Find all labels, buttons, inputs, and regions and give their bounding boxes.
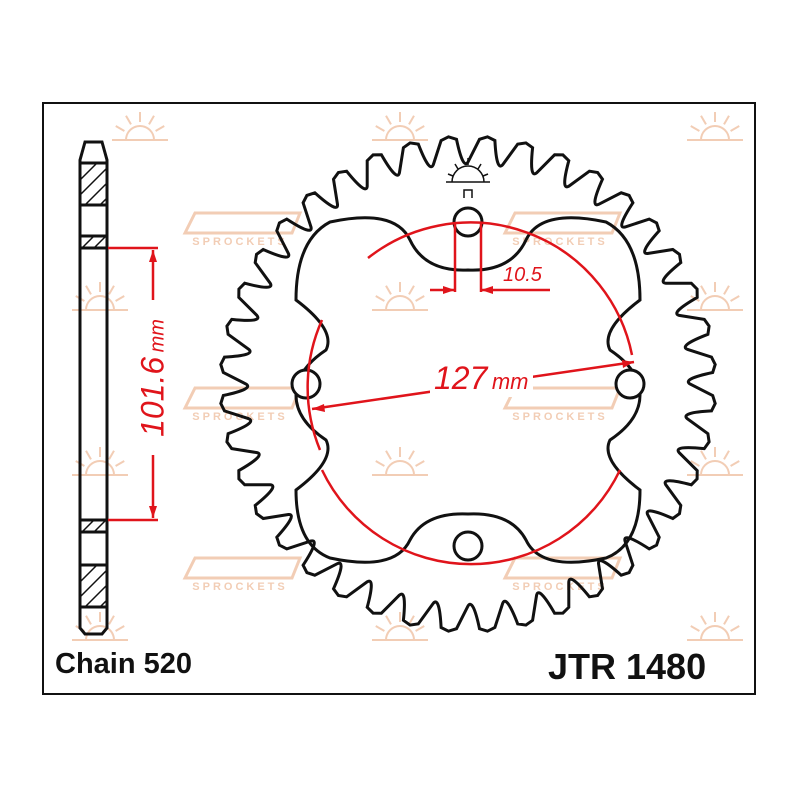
watermark-sun-icon (112, 112, 168, 141)
dimension-arrows (149, 250, 634, 518)
dimension-lines (108, 221, 635, 566)
watermark-text: SPROCKETS (192, 236, 287, 248)
bolt-hole-left (290, 368, 322, 400)
watermark-sun-icon (372, 447, 428, 476)
jt-logo-icon (446, 158, 490, 198)
bore-dimension-label: 101.6 mm (135, 319, 172, 437)
watermark-text: SPROCKETS (192, 411, 287, 423)
pcd-unit: mm (491, 369, 529, 394)
watermark-text: SPROCKETS (512, 411, 607, 423)
hole-diameter-label: 10.5 (503, 264, 542, 286)
watermark-sun-icon (687, 612, 743, 641)
watermark-sun-icon (687, 282, 743, 311)
chain-label: Chain 520 (55, 648, 192, 680)
watermark-logo-icon (502, 556, 623, 580)
pcd-value: 127 (434, 360, 488, 396)
bore-unit: mm (146, 319, 169, 353)
watermark-sun-icon (687, 112, 743, 141)
part-number: JTR 1480 (548, 646, 707, 687)
watermark-sun-icon (372, 282, 428, 311)
watermark-text: SPROCKETS (512, 581, 607, 593)
bolt-hole-right (614, 368, 646, 400)
watermark-text: SPROCKETS (512, 236, 607, 248)
watermark-sun-icon (372, 112, 428, 141)
bore-value: 101.6 (134, 356, 171, 437)
drawing-frame (42, 102, 756, 695)
pcd-dimension-label: 127 mm (430, 360, 533, 397)
center-bore-outline (294, 216, 642, 564)
sprocket-outline (219, 135, 717, 633)
bolt-hole-bottom (452, 530, 484, 562)
watermark-text: SPROCKETS (192, 581, 287, 593)
watermark-logo-icon (502, 211, 623, 235)
watermark-logo-icon (182, 556, 303, 580)
side-profile (78, 140, 109, 636)
watermark-sun-icon (372, 612, 428, 641)
watermark-logo-icon (182, 211, 303, 235)
